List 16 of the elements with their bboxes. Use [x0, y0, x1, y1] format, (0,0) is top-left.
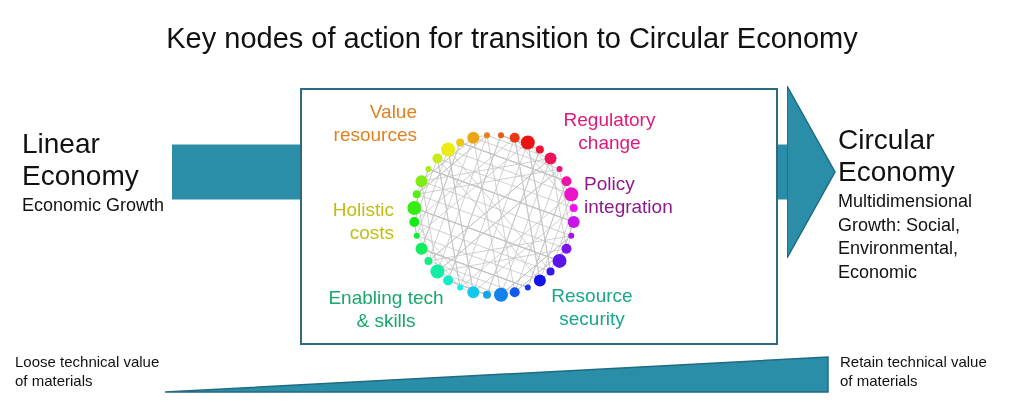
title: Key nodes of action for transition to Circular Economy: [165, 22, 859, 55]
note: Retain technical value of materials: [840, 353, 988, 391]
action-label: Resource security: [550, 284, 634, 331]
wedge-shape: [164, 356, 830, 394]
action-label: Enabling tech & skills: [327, 286, 445, 333]
network-panel: [300, 88, 778, 345]
economy-description: Multidimensional Growth: Social, Environmental, Economic: [838, 190, 974, 284]
action-label: Policy integration: [584, 172, 674, 219]
economy-heading: Circular Economy: [838, 124, 956, 189]
note: Loose technical value of materials: [15, 353, 161, 391]
economy-heading: Linear Economy: [22, 128, 140, 193]
arrow: [778, 85, 836, 259]
action-label: Holistic costs: [331, 198, 394, 245]
action-label: Value resources: [332, 100, 417, 147]
action-label: Regulatory change: [562, 108, 657, 155]
economy-description: Economic Growth: [22, 194, 166, 218]
